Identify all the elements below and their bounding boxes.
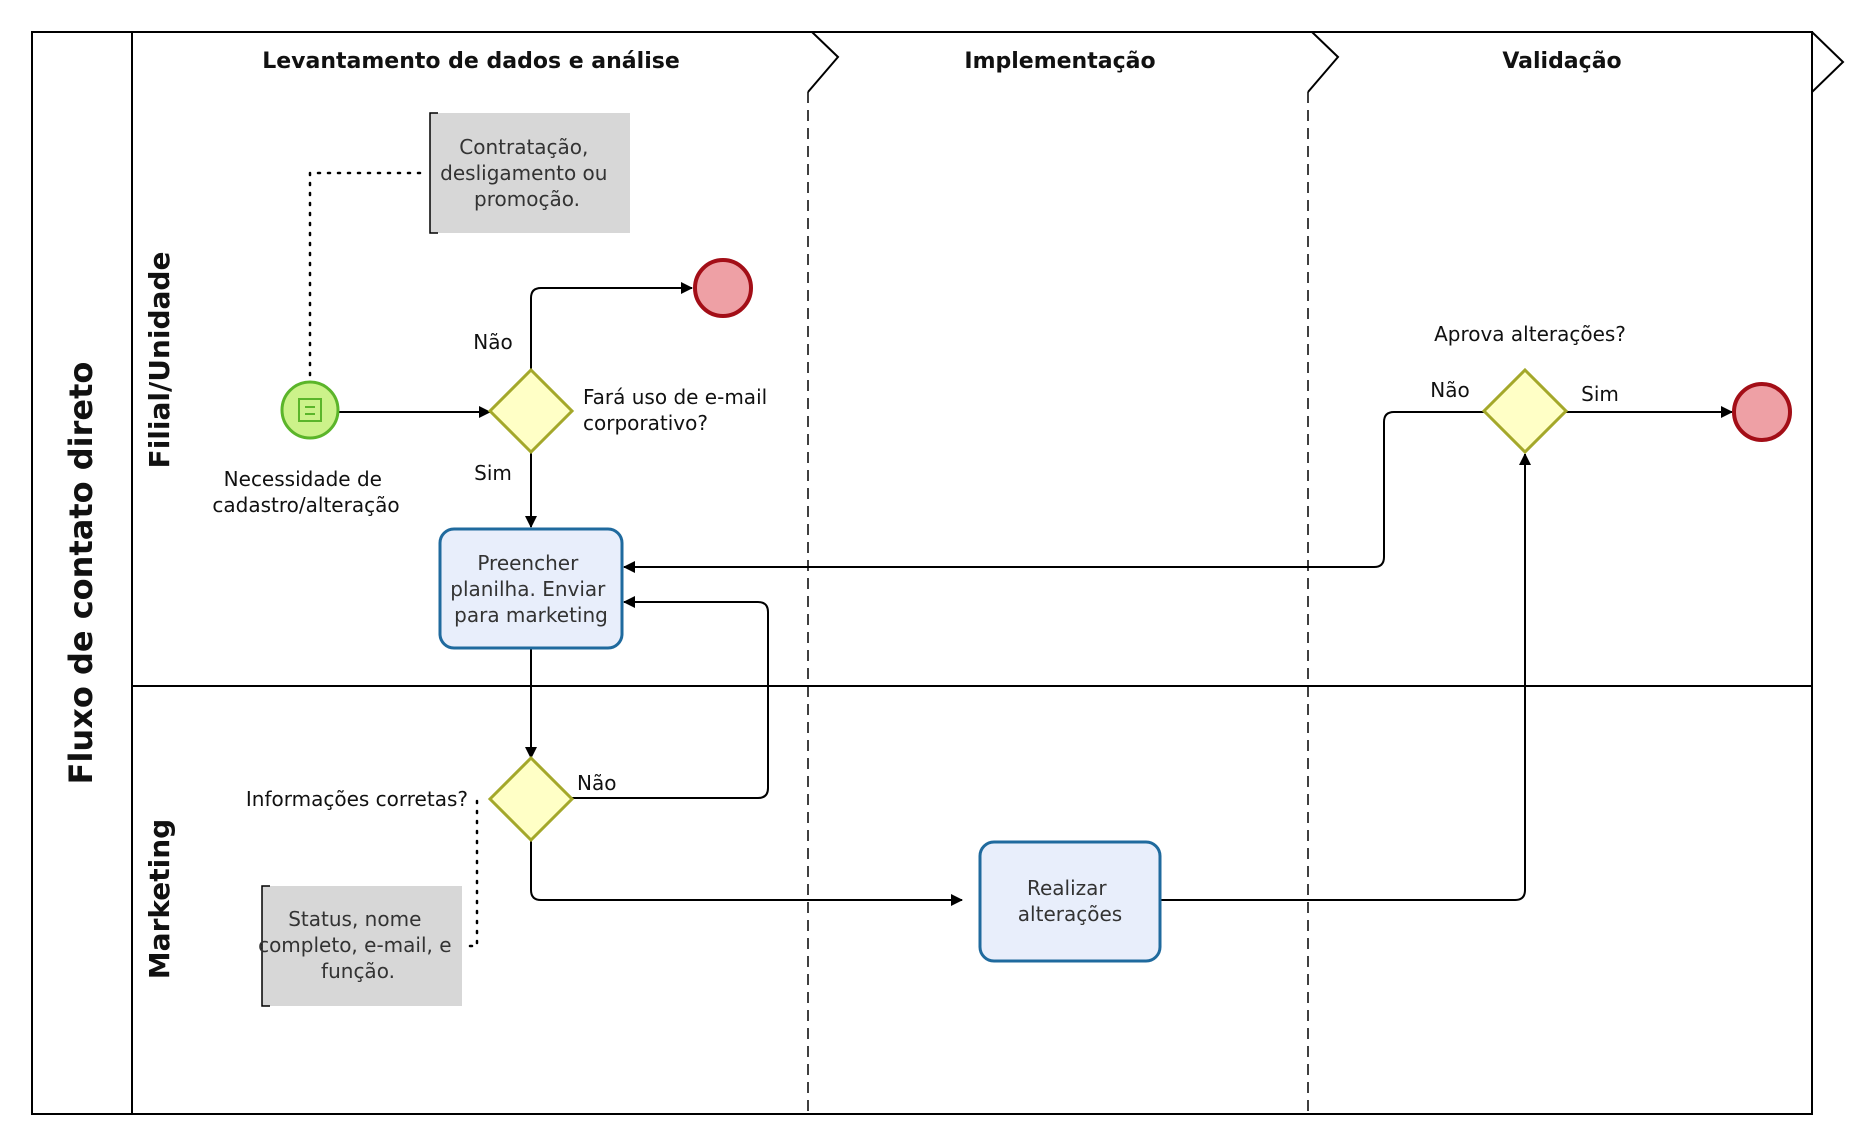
annotation-top: Contratação, desligamento ou promoção.	[308, 112, 630, 380]
flow-apply-to-approve	[1160, 453, 1531, 901]
gateway-info-no-label: Não	[577, 771, 616, 795]
sequence-flows	[335, 282, 1733, 906]
end-event-no-email[interactable]	[693, 258, 753, 318]
annotation-bottom: Status, nome completo, e-mail, e função.	[258, 798, 479, 1007]
pool-title: Fluxo de contato direto	[62, 362, 100, 785]
phase-chevrons	[132, 31, 1845, 1114]
flow-email-no-to-end	[530, 282, 693, 370]
gateway-email[interactable]	[487, 367, 575, 455]
phase-label-2: Implementação	[964, 49, 1155, 74]
gateway-approve-question: Aprova alterações?	[1434, 322, 1626, 346]
end-event-approved[interactable]	[1732, 382, 1792, 442]
gateway-info[interactable]	[487, 755, 575, 843]
annotation-top-text: Contratação, desligamento ou promoção.	[440, 135, 614, 211]
gateway-email-question: Fará uso de e-mail corporativo?	[583, 385, 774, 435]
gateway-approve-yes-label: Sim	[1581, 382, 1619, 406]
task-fill-spreadsheet-label: Preencher planilha. Enviar para marketin…	[450, 551, 612, 627]
annotation-bottom-box	[262, 886, 462, 1006]
gateway-approve[interactable]	[1481, 367, 1569, 455]
annotation-top-association	[308, 171, 422, 380]
gateway-approve-no-label: Não	[1430, 378, 1469, 402]
start-event[interactable]	[280, 380, 340, 440]
phase-label-3: Validação	[1502, 49, 1621, 74]
flow-info-no-to-task	[572, 596, 769, 799]
annotation-top-box	[430, 113, 630, 233]
gateway-email-yes-label: Sim	[474, 461, 512, 485]
annotation-bottom-association	[468, 798, 479, 948]
phase-label-1: Levantamento de dados e análise	[262, 49, 680, 74]
task-fill-spreadsheet[interactable]: Preencher planilha. Enviar para marketin…	[438, 527, 624, 650]
gateway-email-no-label: Não	[473, 330, 512, 354]
gateway-info-question: Informações corretas?	[246, 787, 468, 811]
lane-title-marketing: Marketing	[143, 819, 176, 979]
pool-header	[31, 31, 133, 1115]
lane-title-filial: Filial/Unidade	[143, 252, 176, 469]
flow-info-yes-to-apply	[530, 839, 963, 906]
conditional-icon	[298, 398, 322, 422]
task-apply-changes-label: Realizar alterações	[1018, 876, 1122, 926]
flow-approve-no-to-task	[623, 411, 1484, 573]
start-event-label: Necessidade de cadastro/alteração	[212, 467, 399, 517]
task-apply-changes[interactable]: Realizar alterações	[978, 840, 1162, 963]
annotation-bottom-text: Status, nome completo, e-mail, e função.	[258, 907, 458, 983]
